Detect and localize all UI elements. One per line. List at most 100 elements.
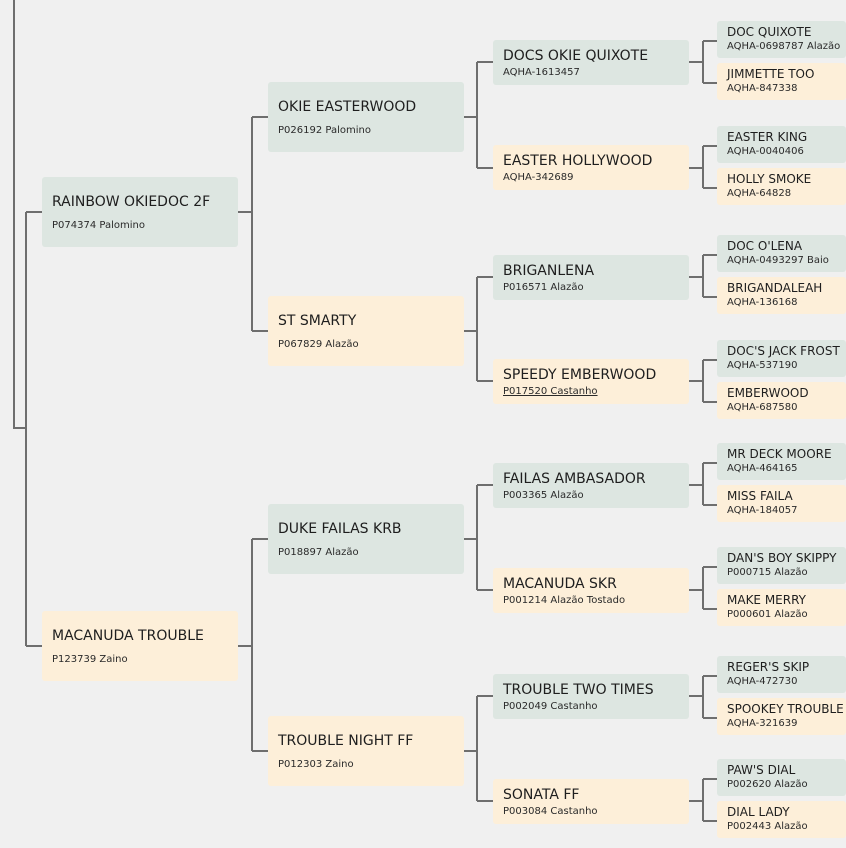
dam-sire-card[interactable]: DUKE FAILAS KRB P018897 Alazão <box>268 504 464 574</box>
ddd-card[interactable]: SONATA FF P003084 Castanho <box>493 779 689 824</box>
sss-card[interactable]: DOCS OKIE QUIXOTE AQHA-1613457 <box>493 40 689 85</box>
ddds-card[interactable]: PAW'S DIAL P002620 Alazão <box>717 759 846 796</box>
horse-name: BRIGANDALEAH <box>727 281 823 295</box>
horse-registration: AQHA-0493297 Baio <box>727 255 829 266</box>
horse-registration: P123739 Zaino <box>52 654 128 665</box>
horse-name: SPEEDY EMBERWOOD <box>503 367 657 383</box>
ssdd-card[interactable]: HOLLY SMOKE AQHA-64828 <box>717 168 846 205</box>
dsds-card[interactable]: DAN'S BOY SKIPPY P000715 Alazão <box>717 547 846 584</box>
dsdd-card[interactable]: MAKE MERRY P000601 Alazão <box>717 589 846 626</box>
dam-card[interactable]: MACANUDA TROUBLE P123739 Zaino <box>42 611 238 681</box>
horse-registration: AQHA-847338 <box>727 83 798 94</box>
ddss-card[interactable]: REGER'S SKIP AQHA-472730 <box>717 656 846 693</box>
horse-registration: P002620 Alazão <box>727 779 808 790</box>
ssds-card[interactable]: EASTER KING AQHA-0040406 <box>717 126 846 163</box>
sdd-card[interactable]: SPEEDY EMBERWOOD P017520 Castanho <box>493 359 689 404</box>
horse-registration: P003084 Castanho <box>503 806 598 817</box>
horse-name: SONATA FF <box>503 787 580 803</box>
horse-name: MACANUDA SKR <box>503 576 617 592</box>
horse-registration-link[interactable]: P017520 Castanho <box>503 386 598 397</box>
horse-name: DOC QUIXOTE <box>727 25 812 39</box>
dam-dam-card[interactable]: TROUBLE NIGHT FF P012303 Zaino <box>268 716 464 786</box>
sddd-card[interactable]: EMBERWOOD AQHA-687580 <box>717 382 846 419</box>
horse-name: ST SMARTY <box>278 313 357 329</box>
horse-name: SPOOKEY TROUBLE <box>727 702 844 716</box>
sdss-card[interactable]: DOC O'LENA AQHA-0493297 Baio <box>717 235 846 272</box>
horse-registration: AQHA-0698787 Alazão <box>727 41 841 52</box>
dsd-card[interactable]: MACANUDA SKR P001214 Alazão Tostado <box>493 568 689 613</box>
horse-name: JIMMETTE TOO <box>727 67 815 81</box>
horse-name: RAINBOW OKIEDOC 2F <box>52 194 211 210</box>
dddd-card[interactable]: DIAL LADY P002443 Alazão <box>717 801 846 838</box>
horse-registration: P001214 Alazão Tostado <box>503 595 626 606</box>
horse-registration: P018897 Alazão <box>278 547 359 558</box>
horse-name: DOC'S JACK FROST <box>727 344 840 358</box>
horse-name: DOCS OKIE QUIXOTE <box>503 48 649 64</box>
horse-name: DIAL LADY <box>727 805 790 819</box>
horse-registration: AQHA-0040406 <box>727 146 804 157</box>
connector-root <box>13 0 26 429</box>
horse-name: TROUBLE TWO TIMES <box>503 682 654 698</box>
horse-registration: P000715 Alazão <box>727 567 808 578</box>
connector-gen1 <box>25 211 42 647</box>
sdds-card[interactable]: DOC'S JACK FROST AQHA-537190 <box>717 340 846 377</box>
dssd-card[interactable]: MISS FAILA AQHA-184057 <box>717 485 846 522</box>
horse-name: MACANUDA TROUBLE <box>52 628 204 644</box>
connector-sire-branch <box>238 116 268 332</box>
sds-card[interactable]: BRIGANLENA P016571 Alazão <box>493 255 689 300</box>
horse-registration: AQHA-342689 <box>503 172 574 183</box>
horse-name: DUKE FAILAS KRB <box>278 521 402 537</box>
dds-card[interactable]: TROUBLE TWO TIMES P002049 Castanho <box>493 674 689 719</box>
horse-registration: AQHA-537190 <box>727 360 798 371</box>
horse-name: HOLLY SMOKE <box>727 172 812 186</box>
horse-registration: P067829 Alazão <box>278 339 359 350</box>
dsss-card[interactable]: MR DECK MOORE AQHA-464165 <box>717 443 846 480</box>
sire-dam-card[interactable]: ST SMARTY P067829 Alazão <box>268 296 464 366</box>
connector-macanuda-skr <box>689 566 717 610</box>
sssd-card[interactable]: JIMMETTE TOO AQHA-847338 <box>717 63 846 100</box>
horse-registration: AQHA-184057 <box>727 505 798 516</box>
horse-registration: P012303 Zaino <box>278 759 354 770</box>
horse-registration: P026192 Palomino <box>278 125 371 136</box>
connector-dam-branch <box>238 538 268 752</box>
horse-name: PAW'S DIAL <box>727 763 796 777</box>
ddsd-card[interactable]: SPOOKEY TROUBLE AQHA-321639 <box>717 698 846 735</box>
horse-registration: AQHA-136168 <box>727 297 798 308</box>
connector-briganlena <box>689 254 717 298</box>
horse-registration: AQHA-687580 <box>727 402 798 413</box>
horse-name: MR DECK MOORE <box>727 447 832 461</box>
horse-name: OKIE EASTERWOOD <box>278 99 417 115</box>
ssss-card[interactable]: DOC QUIXOTE AQHA-0698787 Alazão <box>717 21 846 58</box>
horse-name: REGER'S SKIP <box>727 660 810 674</box>
ssd-card[interactable]: EASTER HOLLYWOOD AQHA-342689 <box>493 145 689 190</box>
horse-name: DOC O'LENA <box>727 239 803 253</box>
horse-name: EMBERWOOD <box>727 386 809 400</box>
connector-st-smarty <box>464 276 493 382</box>
horse-name: MAKE MERRY <box>727 593 807 607</box>
dss-card[interactable]: FAILAS AMBASADOR P003365 Alazão <box>493 463 689 508</box>
horse-name: FAILAS AMBASADOR <box>503 471 646 487</box>
connector-speedy-emberwood <box>689 359 717 403</box>
connector-docs-okie-quixote <box>689 40 717 84</box>
connector-easter-hollywood <box>689 145 717 189</box>
connector-duke-failas <box>464 484 493 591</box>
sdsd-card[interactable]: BRIGANDALEAH AQHA-136168 <box>717 277 846 314</box>
connector-okie-easterwood <box>464 61 493 169</box>
horse-registration: P002443 Alazão <box>727 821 808 832</box>
horse-name: EASTER HOLLYWOOD <box>503 153 653 169</box>
horse-name: EASTER KING <box>727 130 808 144</box>
connector-trouble-night <box>464 695 493 802</box>
horse-name: BRIGANLENA <box>503 263 595 279</box>
horse-name: TROUBLE NIGHT FF <box>278 733 414 749</box>
horse-name: DAN'S BOY SKIPPY <box>727 551 837 565</box>
horse-name: MISS FAILA <box>727 489 793 503</box>
horse-registration: P000601 Alazão <box>727 609 808 620</box>
horse-registration: AQHA-464165 <box>727 463 798 474</box>
sire-sire-card[interactable]: OKIE EASTERWOOD P026192 Palomino <box>268 82 464 152</box>
horse-registration: AQHA-321639 <box>727 718 798 729</box>
horse-registration: P074374 Palomino <box>52 220 145 231</box>
sire-card[interactable]: RAINBOW OKIEDOC 2F P074374 Palomino <box>42 177 238 247</box>
horse-registration: P002049 Castanho <box>503 701 598 712</box>
connector-trouble-two-times <box>689 675 717 719</box>
